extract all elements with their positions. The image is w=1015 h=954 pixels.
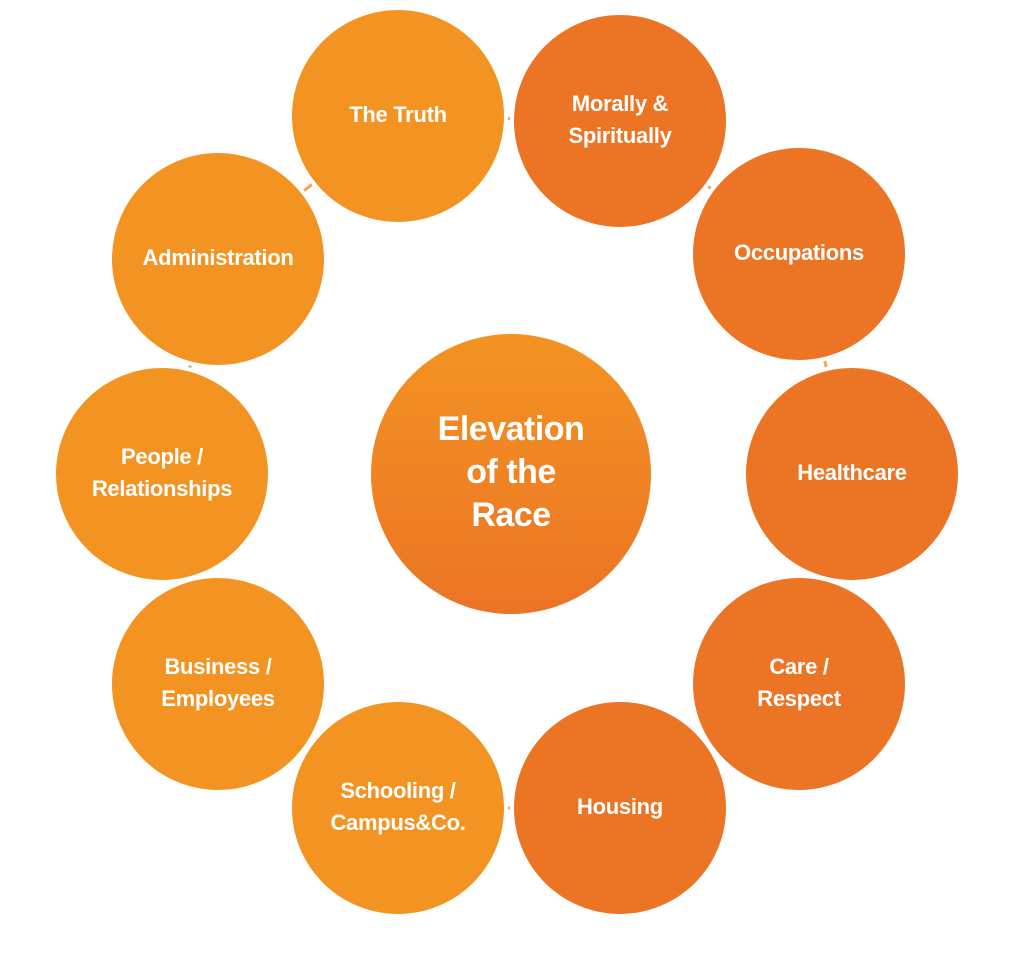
node-label: Respect [757,686,841,711]
node-label: Administration [142,245,293,270]
node-label: Housing [577,794,663,819]
node-label: Occupations [734,240,864,265]
node-circle [510,11,730,231]
center-label: of the [466,453,556,491]
node-label: Employees [161,686,275,711]
node-label: Business / [164,654,271,679]
node-housing: Housing [510,698,730,918]
node-occupations: Occupations [689,144,909,364]
node-label: Spiritually [568,123,672,148]
center-circle [371,334,651,614]
node-label: Morally & [572,91,669,116]
node-business-employees: Business / Employees [108,574,328,794]
node-label: Care / [769,654,829,679]
node-circle [288,698,508,918]
node-label: Relationships [92,476,232,501]
node-circle [108,149,328,369]
node-circle [108,574,328,794]
node-label: People / [121,444,203,469]
node-circle [510,698,730,918]
node-label: The Truth [349,102,447,127]
center-label: Race [471,496,550,534]
node-morally-and-spiritually: Morally & Spiritually [510,11,730,231]
node-ring: The Truth Morally & SpirituallyOccupations… [52,6,962,918]
node-circle [689,144,909,364]
node-circle [742,364,962,584]
node-circle [52,364,272,584]
node-schooling-campusandco: Schooling / Campus&Co. [288,698,508,918]
node-people-relationships: People / Relationships [52,364,272,584]
node-label: Schooling / [340,778,455,803]
node-care-respect: Care / Respect [689,574,909,794]
node-healthcare: Healthcare [742,364,962,584]
node-circle [689,574,909,794]
node-circle [288,6,508,226]
node-label: Campus&Co. [330,810,465,835]
node-label: Healthcare [797,460,907,485]
node-the-truth: The Truth [288,6,508,226]
node-administration: Administration [108,149,328,369]
center-label: Elevation [438,410,585,448]
